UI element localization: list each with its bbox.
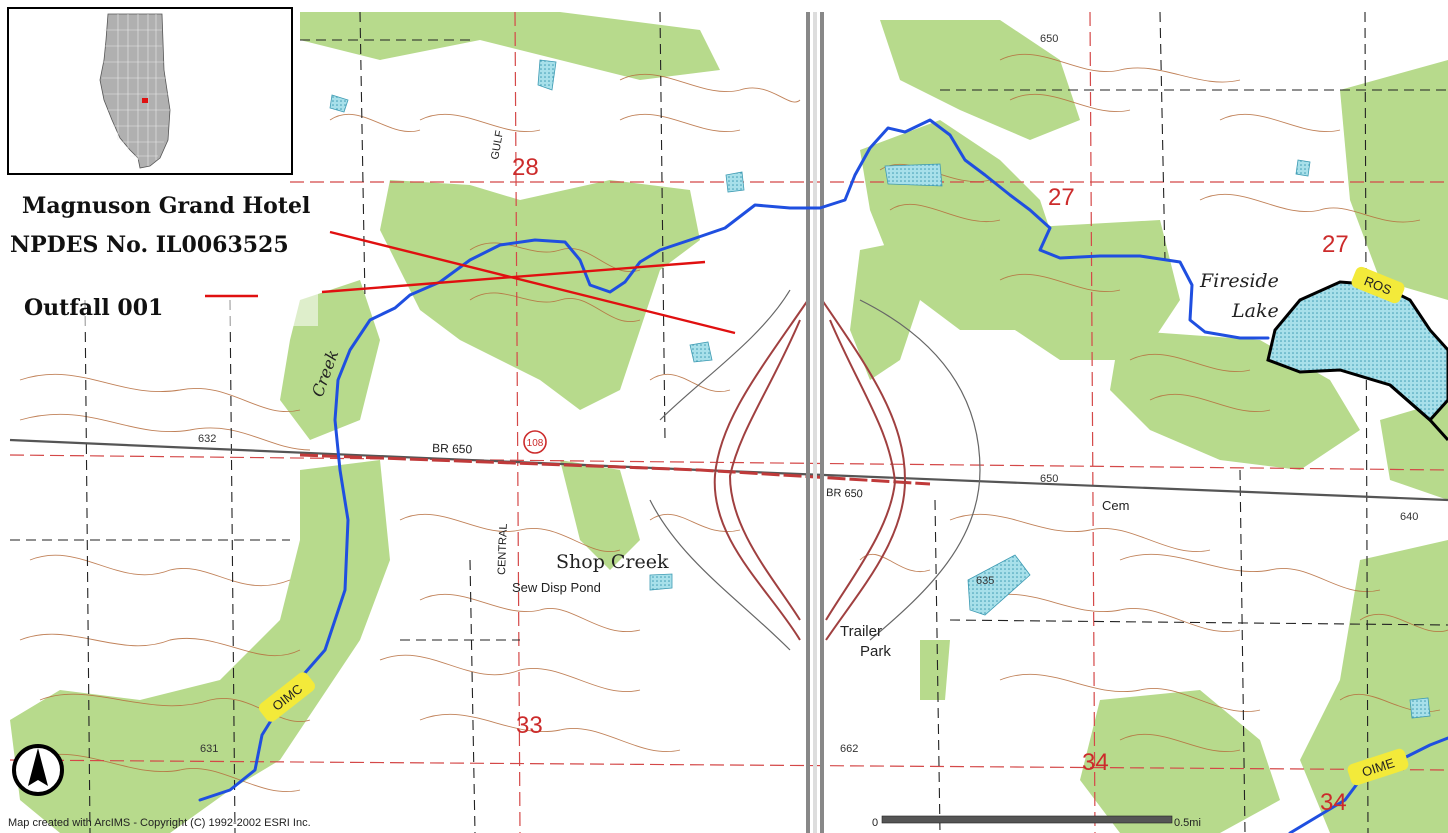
svg-text:108: 108 (527, 438, 544, 449)
label-park: Park (860, 643, 891, 660)
lake-shoreline-east (1389, 383, 1448, 442)
old-roads (649, 289, 981, 651)
section-lines (9, 11, 1448, 833)
section-number-34-east: 34 (1320, 789, 1347, 816)
section-number-28: 28 (512, 154, 539, 181)
elevation-label: 635 (976, 575, 994, 587)
label-gulf: GULF (489, 129, 506, 160)
legend: Magnuson Grand Hotel NPDES No. IL0063525… (8, 186, 318, 326)
section-number-34-west: 34 (1082, 749, 1109, 776)
section-number-27-east: 27 (1322, 231, 1349, 258)
elevation-label: 662 (840, 743, 858, 755)
section-number-27-west: 27 (1048, 184, 1075, 211)
segment-label-oime: OIME (1347, 748, 1409, 786)
elevation-label: 632 (198, 433, 216, 445)
interchange-ramps (713, 299, 907, 641)
vegetation-areas (10, 12, 1448, 833)
label-shop-creek: Shop Creek (556, 551, 669, 573)
elevation-label: 650 (1040, 473, 1058, 485)
legend-facility-name: Magnuson Grand Hotel (22, 193, 310, 219)
elevation-label: 650 (1040, 33, 1058, 45)
label-br650-east: BR 650 (826, 487, 863, 500)
north-arrow (12, 744, 64, 796)
label-lake: Lake (1231, 300, 1279, 322)
scale-end-label: 0.5mi (1174, 817, 1201, 829)
legend-outfall-label: Outfall 001 (24, 295, 163, 321)
label-fireside: Fireside (1199, 270, 1279, 292)
location-marker (142, 98, 148, 103)
inset-locator-map[interactable] (7, 7, 293, 175)
label-central: CENTRAL (496, 523, 510, 575)
interstate-highway (806, 12, 824, 833)
elevation-label: 640 (1400, 511, 1418, 523)
fireside-lake (1266, 280, 1448, 423)
road-br650 (9, 438, 1448, 502)
scale-start-label: 0 (872, 817, 878, 829)
label-cem: Cem (1102, 498, 1129, 513)
contour-lines (19, 54, 1448, 792)
section-number-33: 33 (516, 712, 543, 739)
outfall-pointer-lines (321, 230, 736, 335)
label-br650-west: BR 650 (432, 441, 473, 456)
label-trailer: Trailer (840, 623, 882, 640)
scale-bar: 0 0.5mi (872, 815, 1201, 829)
ponds (329, 59, 1431, 719)
route-108-shield: 108 (523, 430, 547, 454)
label-sew-disp-pond: Sew Disp Pond (512, 580, 601, 595)
elevation-label: 631 (200, 743, 218, 755)
map-credit: Map created with ArcIMS - Copyright (C) … (8, 817, 311, 829)
minor-roads (10, 11, 1448, 833)
legend-permit-number: NPDES No. IL0063525 (10, 232, 289, 258)
